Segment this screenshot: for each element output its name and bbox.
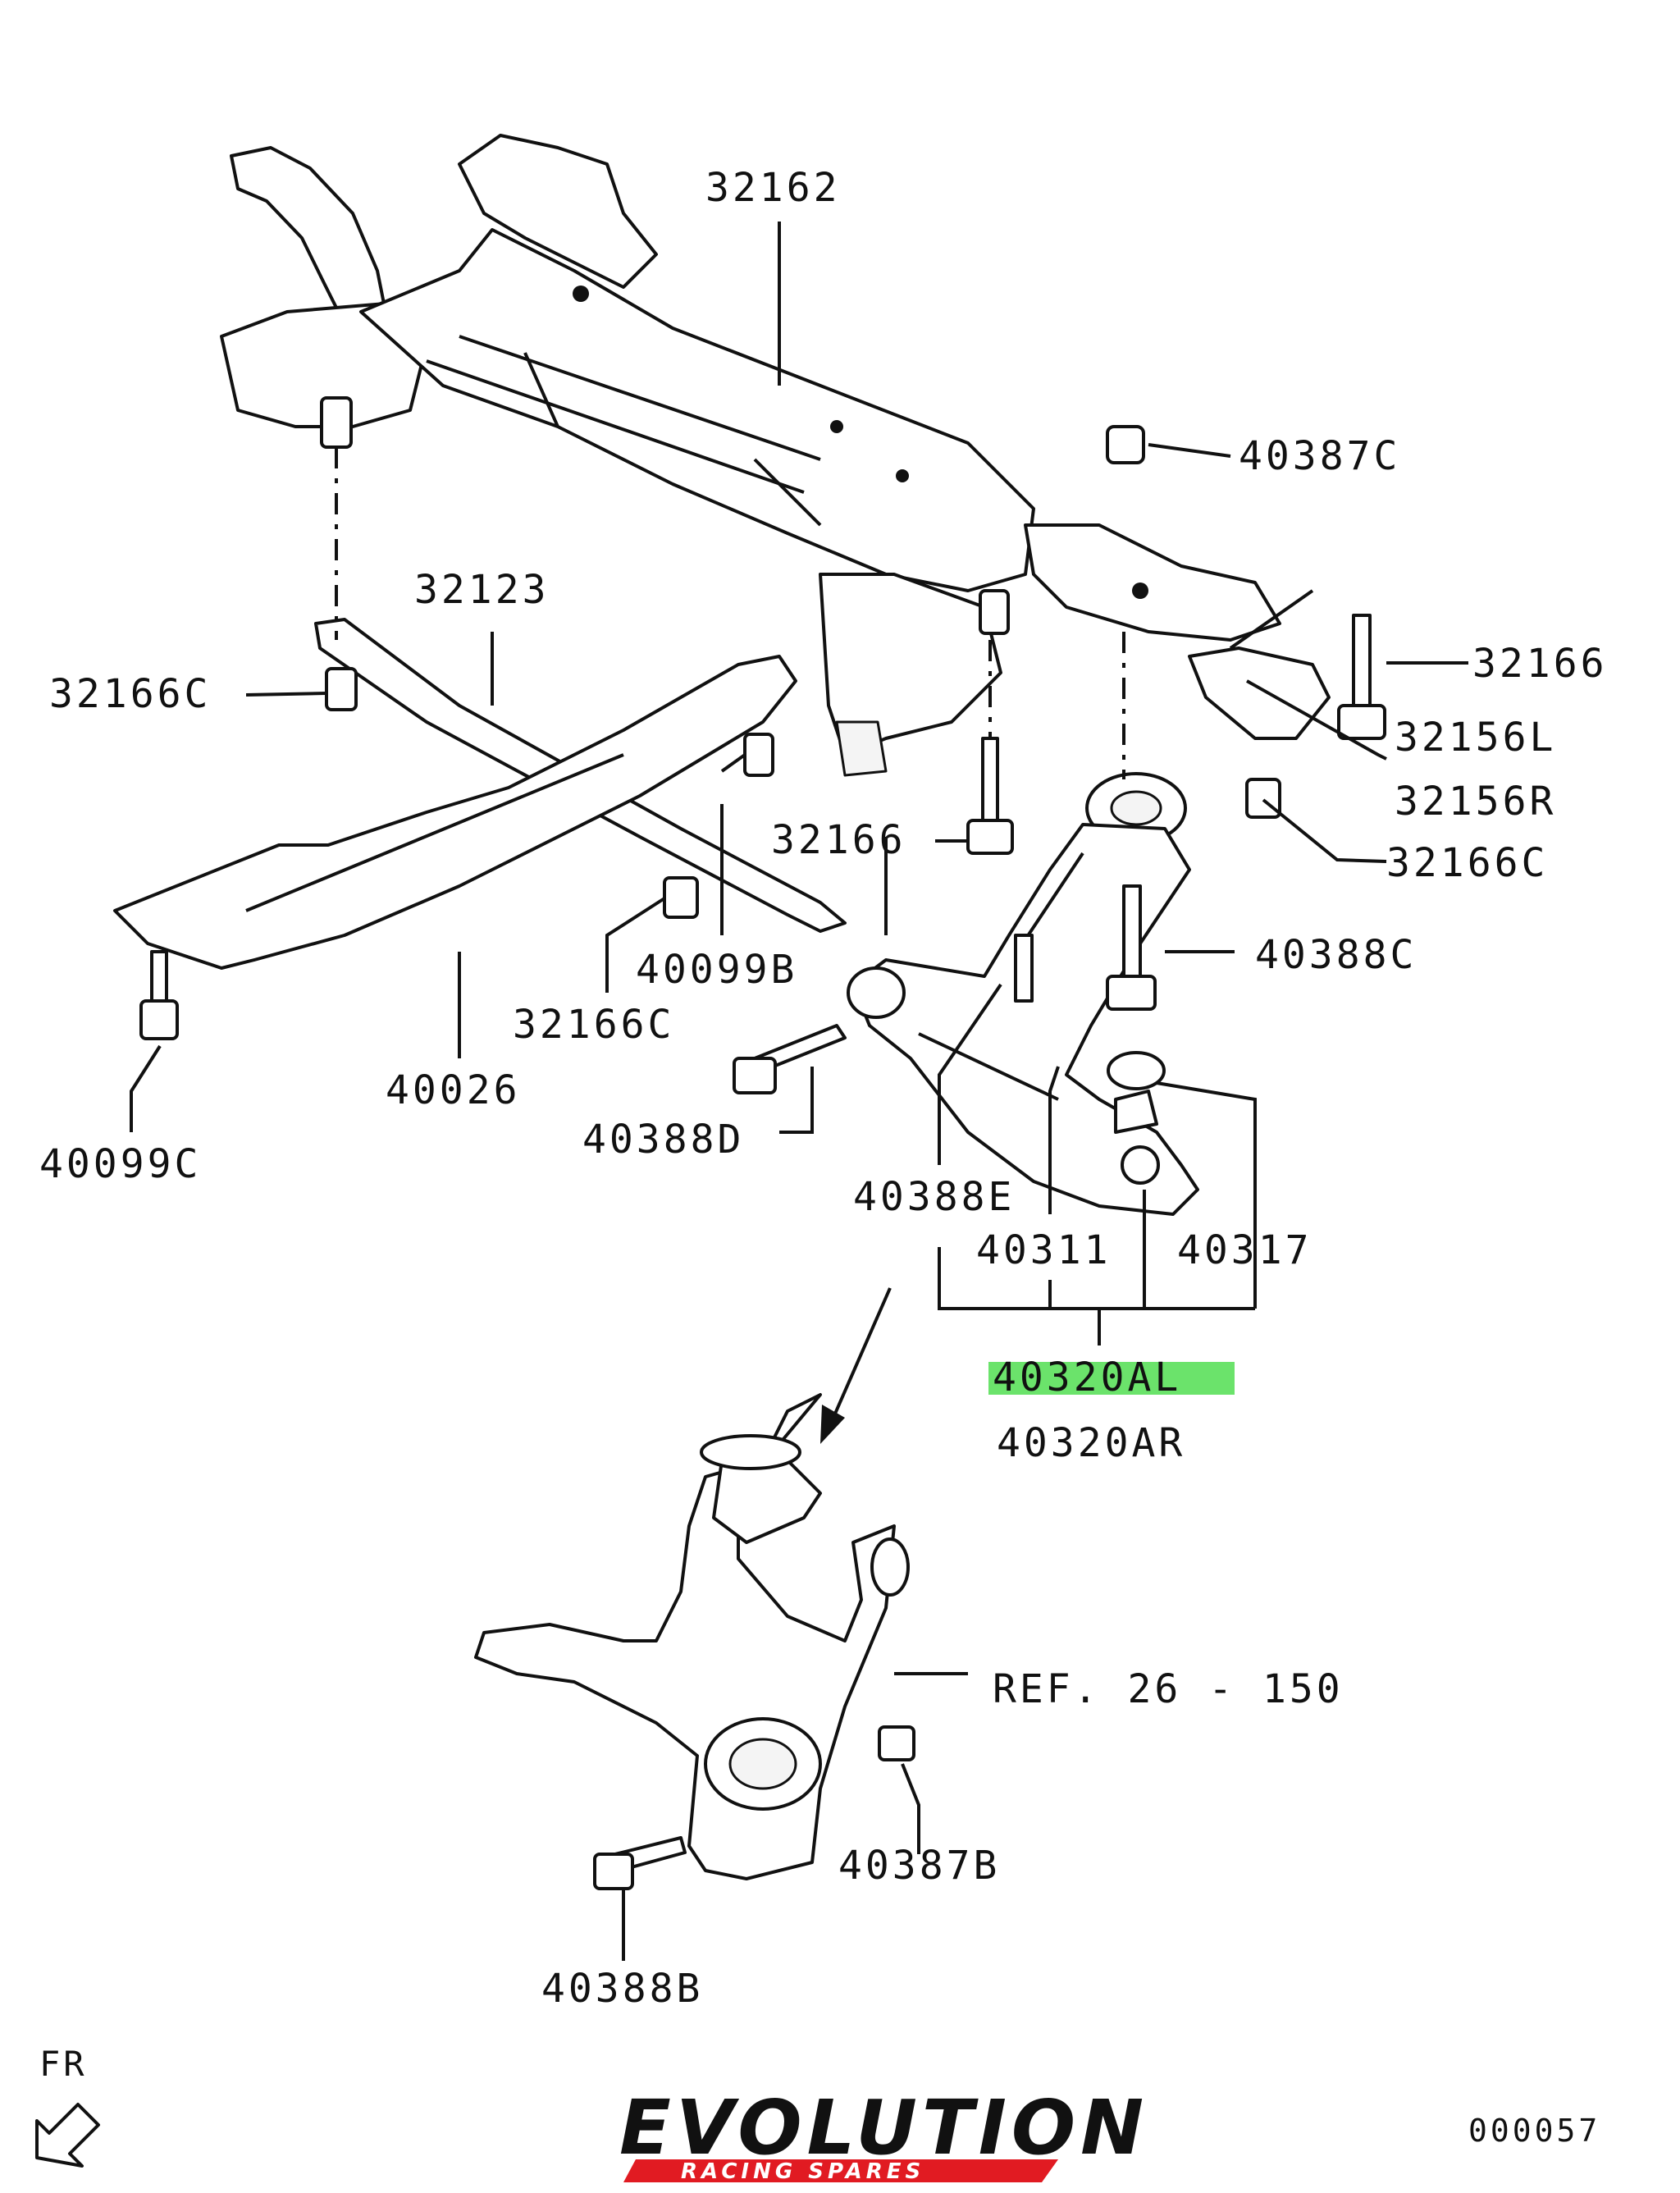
label-40387C: 40387C — [1239, 433, 1400, 479]
steering-knuckle — [474, 1393, 910, 1880]
brace-40026 — [113, 655, 797, 970]
label-ref-26-150: REF. 26 - 150 — [993, 1666, 1344, 1712]
front-direction-indicator: FR — [35, 2044, 100, 2168]
crossmember-32162 — [220, 134, 1281, 777]
label-32156L: 32156L — [1395, 715, 1556, 761]
label-40099B: 40099B — [636, 947, 797, 993]
label-code: 000057 — [1468, 2113, 1600, 2149]
label-32166-mid: 32166 — [771, 817, 906, 863]
label-40388B: 40388B — [541, 1966, 703, 2012]
label-32123: 32123 — [414, 567, 550, 613]
label-32156R: 32156R — [1395, 779, 1556, 825]
label-32162: 32162 — [705, 165, 841, 211]
front-arrow-icon — [35, 2103, 100, 2168]
label-40387B: 40387B — [838, 1843, 1000, 1889]
label-40320AR: 40320AR — [997, 1420, 1185, 1466]
label-40099C: 40099C — [39, 1141, 201, 1187]
logo-main-text: EVOLUTION — [619, 2084, 1148, 2172]
label-40311: 40311 — [976, 1227, 1112, 1273]
label-32166C-left: 32166C — [49, 671, 211, 717]
label-40317: 40317 — [1177, 1227, 1312, 1273]
label-40388E: 40388E — [853, 1174, 1015, 1220]
label-40026: 40026 — [386, 1067, 521, 1113]
logo-red-stripe — [623, 2159, 1058, 2182]
label-40388D: 40388D — [582, 1117, 744, 1163]
label-32166C-right: 32166C — [1386, 840, 1548, 886]
evolution-racing-spares-logo: EVOLUTION RACING SPARES — [619, 2084, 1148, 2184]
label-32166C-low: 32166C — [513, 1002, 674, 1048]
label-40388C: 40388C — [1255, 932, 1417, 978]
fasteners — [139, 425, 1386, 1890]
lower-arm-40320AL — [847, 772, 1199, 1216]
label-40320AL: 40320AL — [993, 1355, 1181, 1400]
highlight-40320AL — [988, 1362, 1235, 1395]
label-32166-right: 32166 — [1472, 641, 1608, 687]
logo-sub-text: RACING SPARES — [681, 2159, 924, 2184]
part-labels: 32162 40387C 32123 32166C 32166 32156L 3… — [39, 165, 1608, 2149]
leader-lines — [130, 222, 1468, 1961]
label-fr: FR — [39, 2044, 88, 2084]
